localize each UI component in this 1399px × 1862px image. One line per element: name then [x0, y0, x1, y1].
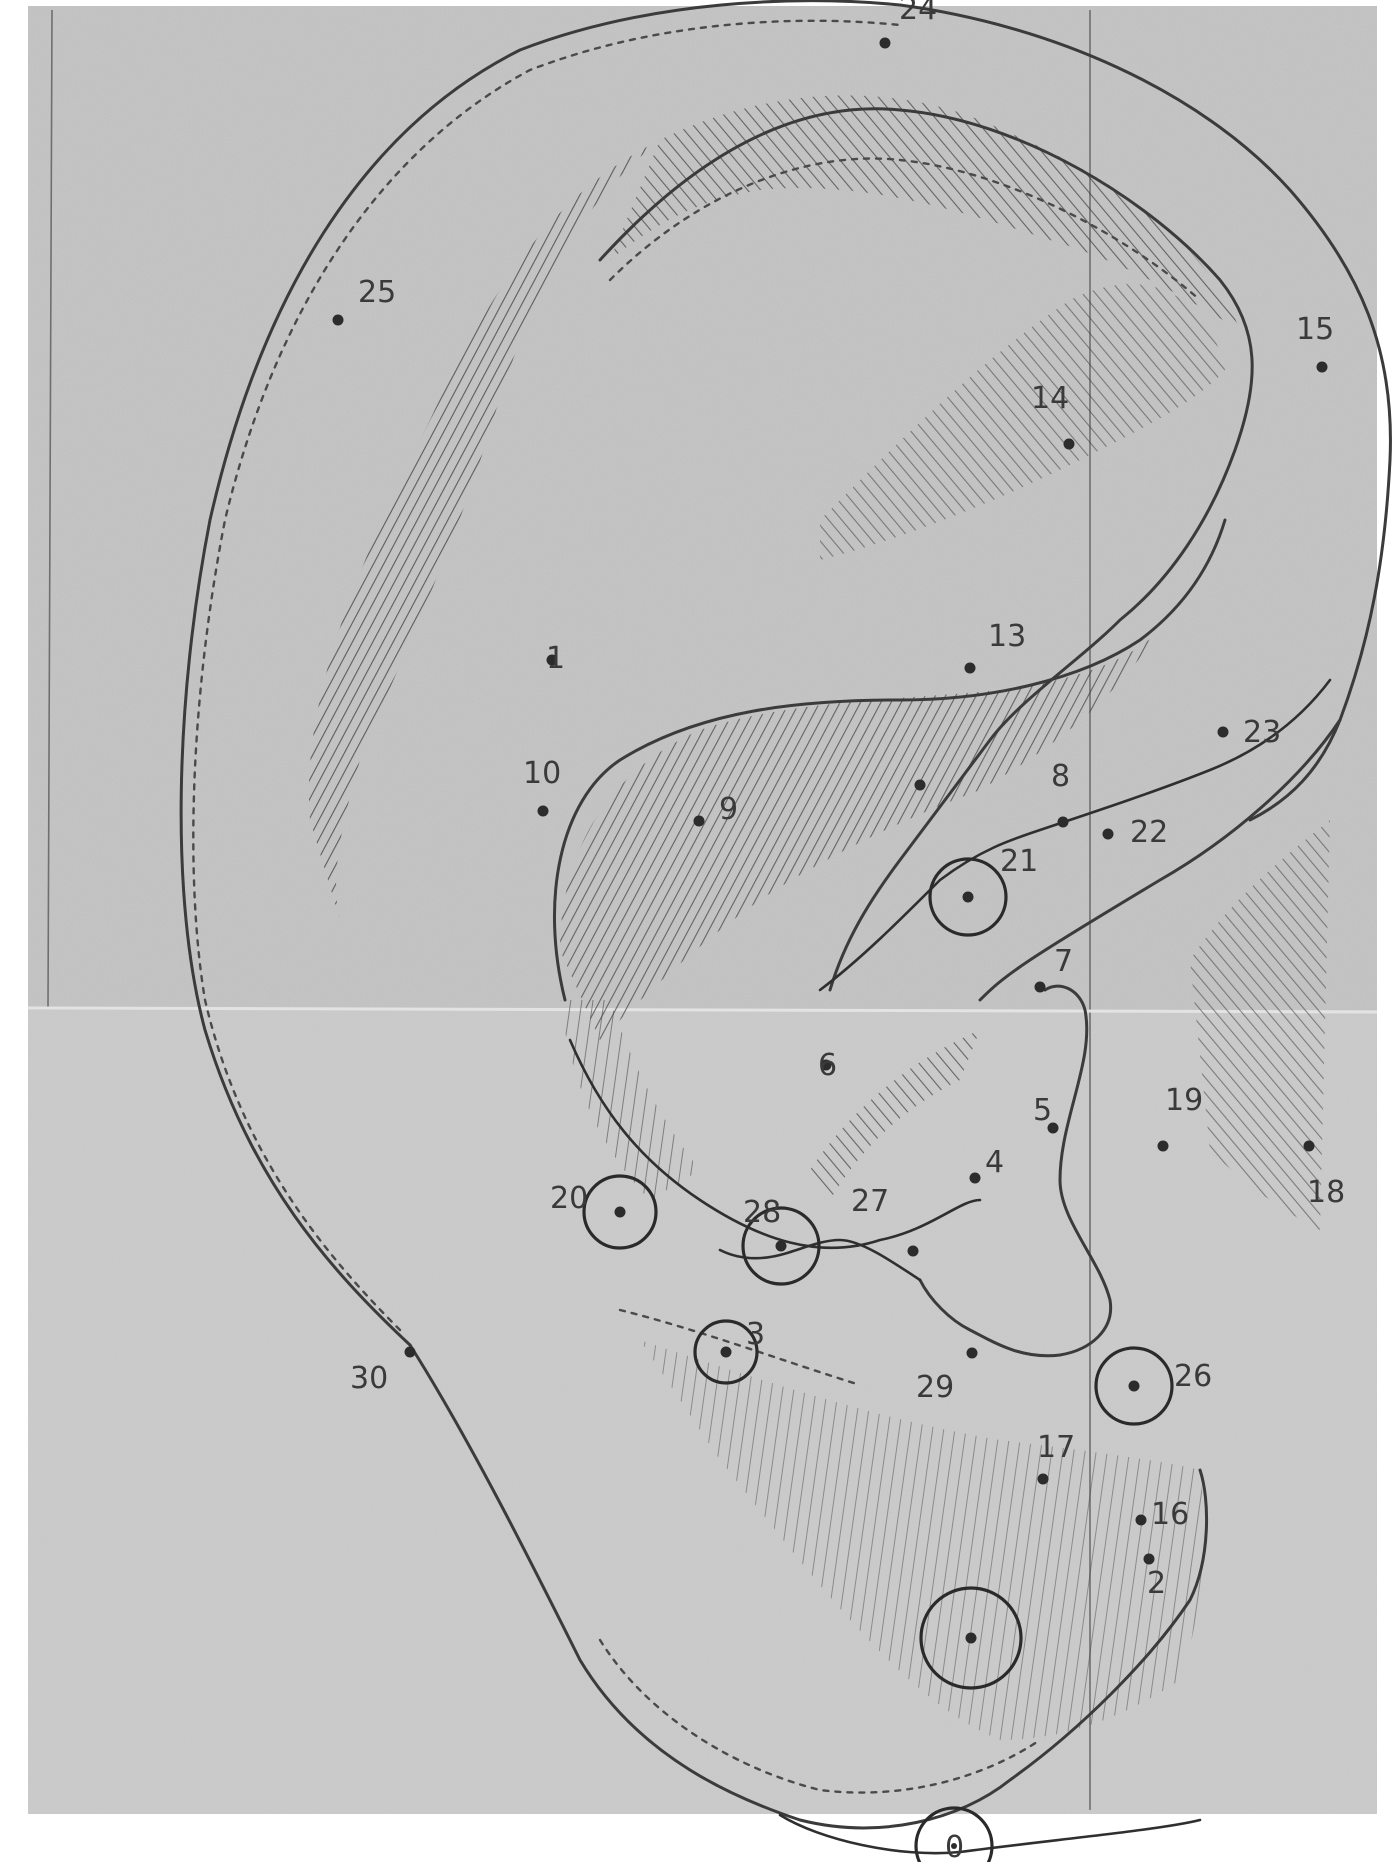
acupoint-dot	[538, 806, 549, 817]
acupoint-dot	[1218, 727, 1229, 738]
acupoint-label: 1	[546, 641, 565, 676]
acupoint-label: 2	[1147, 1566, 1166, 1601]
acupoint-label: 10	[523, 756, 561, 791]
acupoint-dot	[405, 1347, 416, 1358]
acupoint-dot	[1103, 829, 1114, 840]
acupoint-label: 7	[1054, 944, 1073, 979]
acupoint-label: 15	[1296, 312, 1334, 347]
acupoint-dot	[1136, 1515, 1147, 1526]
acupoint-dot	[967, 1348, 978, 1359]
acupoint-label: 23	[1243, 715, 1281, 750]
acupoint-dot	[965, 663, 976, 674]
acupoint-label: 24	[899, 0, 937, 27]
acupoint-dot	[1144, 1554, 1155, 1565]
acupoint-label: 30	[350, 1361, 388, 1396]
acupoint-dot	[776, 1241, 787, 1252]
acupoint-label: 6	[818, 1048, 837, 1083]
acupoint-label: 22	[1130, 815, 1168, 850]
acupoint-label: 16	[1151, 1497, 1189, 1532]
acupoint-label: 9	[719, 792, 738, 827]
acupoint-dot	[1058, 817, 1069, 828]
acupoint-dot	[970, 1173, 981, 1184]
acupoint-dot	[1304, 1141, 1315, 1152]
acupoint-6: 6	[818, 1048, 837, 1083]
acupoint-label: 14	[1031, 381, 1069, 416]
acupoint-dot	[880, 38, 891, 49]
acupoint-label: 21	[1000, 844, 1038, 879]
acupoint-label: 20	[550, 1181, 588, 1216]
acupoint-dot	[966, 1633, 977, 1644]
acupoint-label: 8	[1051, 759, 1070, 794]
acupoint-label: 28	[743, 1195, 781, 1230]
acupoint-dot	[1064, 439, 1075, 450]
acupoint-dot	[963, 892, 974, 903]
acupoint-dot	[1035, 982, 1046, 993]
acupoint-dot	[908, 1246, 919, 1257]
acupoint-label: 27	[851, 1184, 889, 1219]
acupoint-dot	[694, 816, 705, 827]
acupoint-label: 29	[916, 1370, 954, 1405]
acupoint-label: 25	[358, 275, 396, 310]
acupoint-label: 4	[985, 1145, 1004, 1180]
acupoint-label: 0	[945, 1830, 964, 1862]
acupoint-label: 19	[1165, 1083, 1203, 1118]
acupoint-unlabeled-9	[915, 780, 926, 791]
acupoint-label: 5	[1033, 1093, 1052, 1128]
acupoint-label: 13	[988, 619, 1026, 654]
acupoint-label: 17	[1037, 1430, 1075, 1465]
acupoint-dot	[721, 1347, 732, 1358]
acupoint-dot	[1129, 1381, 1140, 1392]
acupoint-dot	[1158, 1141, 1169, 1152]
acupoint-dot	[915, 780, 926, 791]
acupoint-1: 1	[546, 641, 565, 676]
acupoint-label: 26	[1174, 1359, 1212, 1394]
acupoint-label: 3	[746, 1317, 765, 1352]
acupoint-dot	[1317, 362, 1328, 373]
acupoint-dot	[1038, 1474, 1049, 1485]
acupoint-dot	[615, 1207, 626, 1218]
acupoint-label: 18	[1307, 1175, 1345, 1210]
acupoint-dot	[333, 315, 344, 326]
